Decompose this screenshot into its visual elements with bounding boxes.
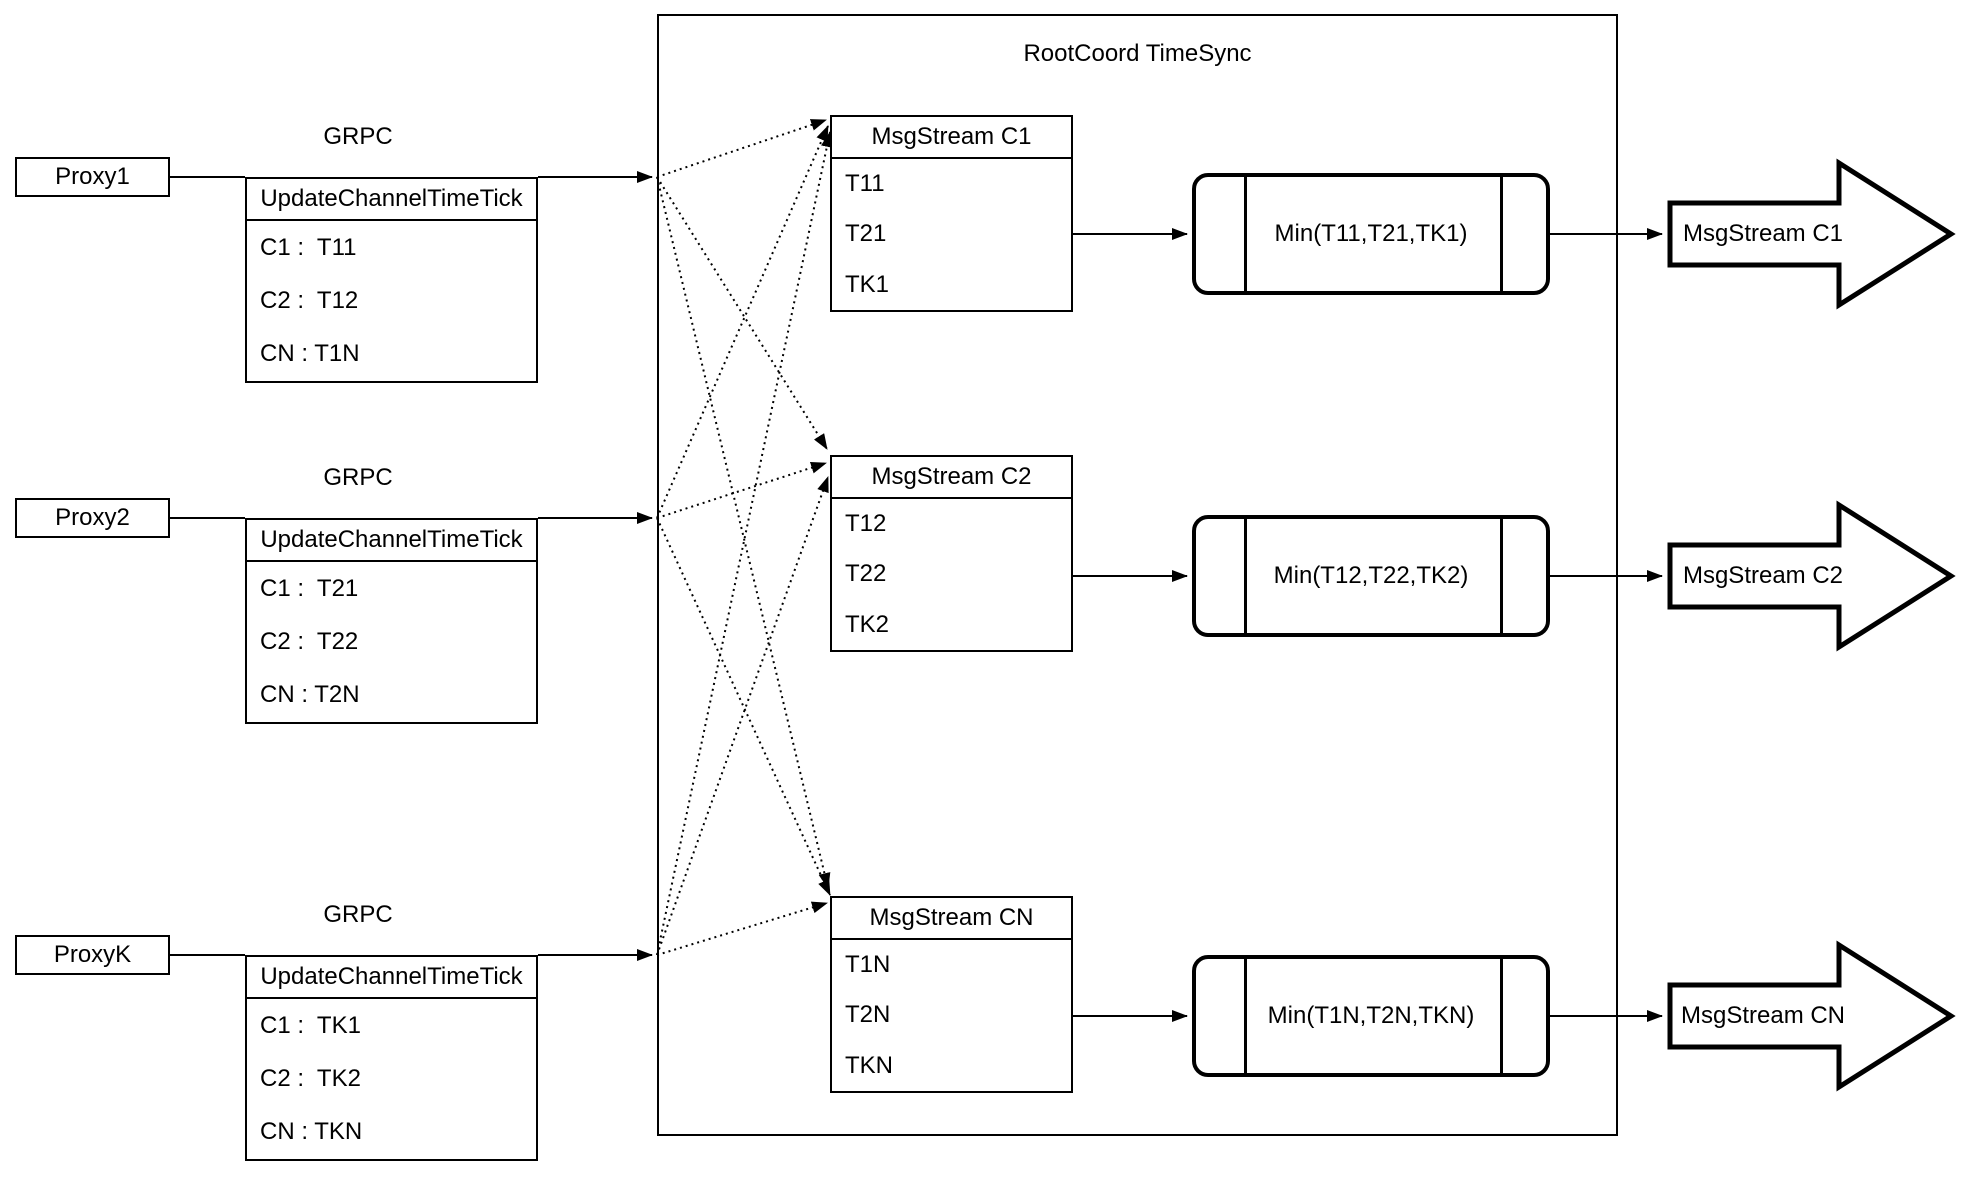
proxy2-label: Proxy2: [55, 504, 130, 531]
grpc-label-2: GRPC: [323, 464, 393, 491]
msgstream-c1-tick-2: T21: [845, 220, 887, 248]
output-arrow-cn-label: MsgStream CN: [1680, 1002, 1846, 1029]
min3-right-divider: [1500, 959, 1503, 1073]
table1-row-c2: C2 : T12: [260, 286, 359, 314]
update-channel-timetick-table-3: UpdateChannelTimeTick C1 : TK1 C2 : TK2 …: [245, 955, 538, 1161]
table3-header: UpdateChannelTimeTick: [247, 957, 536, 999]
msgstream-c1-tick-3: TK1: [845, 270, 890, 298]
msgstream-c1-table: MsgStream C1 T11 T21 TK1: [830, 115, 1073, 312]
proxyk-box: ProxyK: [15, 935, 170, 975]
output-arrow-cn: [1667, 940, 1956, 1092]
table3-row-c1: C1 : TK1: [260, 1011, 361, 1039]
table1-row-cn: CN : T1N: [260, 340, 360, 368]
grpc-label-3: GRPC: [323, 901, 393, 928]
rootcoord-timesync-title: RootCoord TimeSync: [1023, 40, 1252, 67]
proxyk-label: ProxyK: [53, 941, 132, 968]
msgstream-c1-tick-1: T11: [845, 170, 885, 198]
min2-left-divider: [1244, 519, 1247, 633]
output-arrow-c1: [1667, 158, 1956, 310]
msgstream-c2-tick-3: TK2: [845, 610, 890, 638]
min-operator-2: Min(T12,T22,TK2): [1192, 515, 1550, 637]
connector-src3-streamc2: [656, 476, 829, 956]
min2-right-divider: [1500, 519, 1503, 633]
rootcoord-timesync-frame: [657, 14, 1618, 1136]
proxy1-label: Proxy1: [55, 163, 130, 190]
output-arrow-c1-label: MsgStream C1: [1682, 220, 1844, 247]
min1-right-divider: [1500, 177, 1503, 291]
output-arrow-c2-label: MsgStream C2: [1682, 562, 1844, 589]
connector-src3-streamc1: [656, 131, 833, 956]
msgstream-c1-table-header: MsgStream C1: [832, 117, 1071, 159]
proxy2-box: Proxy2: [15, 498, 170, 538]
table2-header: UpdateChannelTimeTick: [247, 520, 536, 562]
msgstream-cn-table-header: MsgStream CN: [832, 898, 1071, 940]
min3-label: Min(T1N,T2N,TKN): [1267, 1002, 1475, 1029]
min-operator-1: Min(T11,T21,TK1): [1192, 173, 1550, 295]
update-channel-timetick-table-1: UpdateChannelTimeTick C1 : T11 C2 : T12 …: [245, 177, 538, 383]
msgstream-cn-tick-1: T1N: [845, 951, 891, 979]
table2-row-cn: CN : T2N: [260, 681, 360, 709]
table3-row-cn: CN : TKN: [260, 1118, 363, 1146]
connector-src1-streamcn: [656, 176, 831, 889]
msgstream-c2-tick-1: T12: [845, 510, 887, 538]
min3-left-divider: [1244, 959, 1247, 1073]
min2-label: Min(T12,T22,TK2): [1273, 562, 1469, 589]
proxy1-box: Proxy1: [15, 157, 170, 197]
table1-row-c1: C1 : T11: [260, 233, 357, 261]
table2-row-c1: C1 : T21: [260, 574, 359, 602]
grpc-label-1: GRPC: [323, 123, 393, 150]
msgstream-cn-tick-3: TKN: [845, 1051, 893, 1079]
table3-row-c2: C2 : TK2: [260, 1064, 361, 1092]
msgstream-c2-tick-2: T22: [845, 560, 887, 588]
output-arrow-c2: [1667, 500, 1956, 652]
update-channel-timetick-table-2: UpdateChannelTimeTick C1 : T21 C2 : T22 …: [245, 518, 538, 724]
msgstream-cn-tick-2: T2N: [845, 1001, 891, 1029]
min1-label: Min(T11,T21,TK1): [1274, 220, 1468, 247]
min1-left-divider: [1244, 177, 1247, 291]
table1-header: UpdateChannelTimeTick: [247, 179, 536, 221]
msgstream-c2-table: MsgStream C2 T12 T22 TK2: [830, 455, 1073, 652]
min-operator-3: Min(T1N,T2N,TKN): [1192, 955, 1550, 1077]
msgstream-cn-table: MsgStream CN T1N T2N TKN: [830, 896, 1073, 1093]
table2-row-c2: C2 : T22: [260, 627, 359, 655]
msgstream-c2-table-header: MsgStream C2: [832, 457, 1071, 499]
